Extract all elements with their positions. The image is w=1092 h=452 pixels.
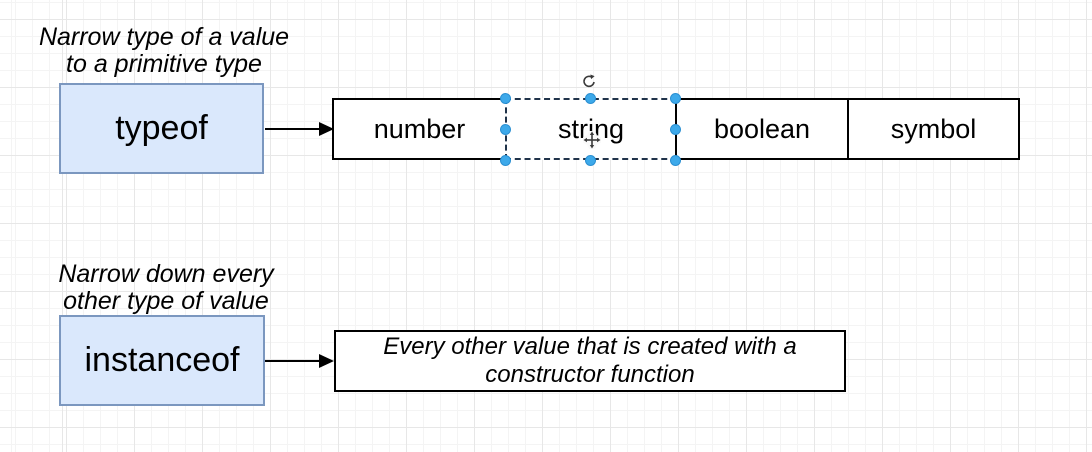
type-cell-boolean[interactable]: boolean — [675, 98, 849, 160]
instanceof-box[interactable]: instanceof — [59, 315, 265, 406]
resize-handle-s[interactable] — [585, 155, 596, 166]
resize-handle-ne[interactable] — [670, 93, 681, 104]
resize-handle-sw[interactable] — [500, 155, 511, 166]
typeof-label: typeof — [115, 109, 208, 147]
rotate-icon[interactable] — [581, 74, 597, 90]
resize-handle-e[interactable] — [670, 124, 681, 135]
resize-handle-n[interactable] — [585, 93, 596, 104]
typeof-arrow[interactable] — [264, 118, 336, 140]
result-box[interactable]: Every other value that is created with a… — [334, 330, 846, 392]
type-cell-symbol[interactable]: symbol — [847, 98, 1020, 160]
resize-handle-w[interactable] — [500, 124, 511, 135]
type-label-number: number — [373, 113, 466, 144]
resize-handle-se[interactable] — [670, 155, 681, 166]
type-cell-string-selected[interactable]: string — [505, 98, 677, 160]
resize-handle-nw[interactable] — [500, 93, 511, 104]
type-label-symbol: symbol — [890, 113, 977, 144]
type-cell-number[interactable]: number — [332, 98, 505, 160]
typeof-caption[interactable]: Narrow type of a value to a primitive ty… — [38, 23, 290, 78]
move-cursor-icon — [583, 131, 601, 149]
result-text: Every other value that is created with a… — [383, 333, 797, 388]
instanceof-caption[interactable]: Narrow down every other type of value — [58, 260, 274, 315]
instanceof-arrow[interactable] — [264, 350, 336, 372]
instanceof-label: instanceof — [84, 341, 240, 379]
type-label-boolean: boolean — [713, 113, 811, 144]
typeof-box[interactable]: typeof — [59, 83, 264, 174]
